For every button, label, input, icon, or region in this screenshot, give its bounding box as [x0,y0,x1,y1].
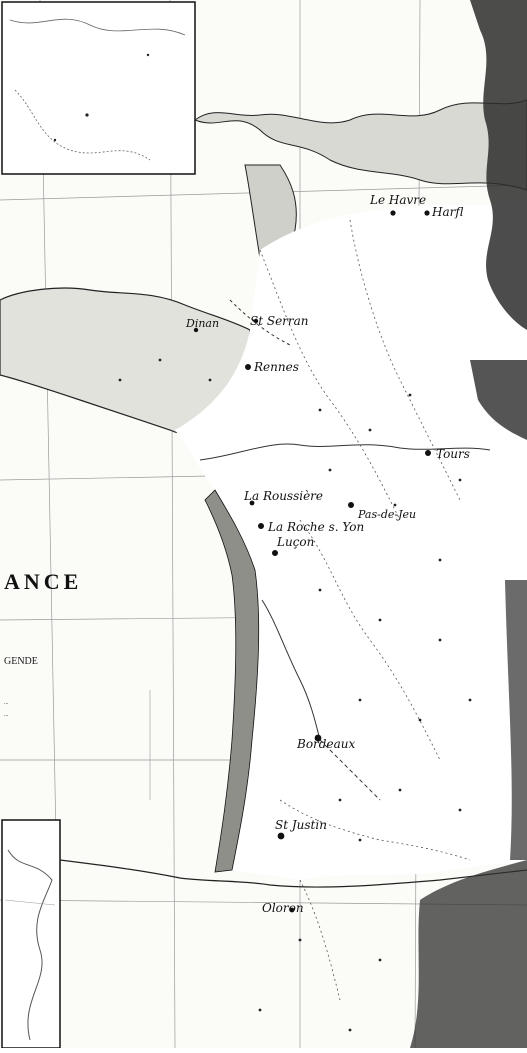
label-lucon: Luçon [276,535,314,549]
marker-tours [425,450,431,456]
marker-la-roche-sur-yon [258,523,264,529]
legend-heading: GENDE [4,656,38,667]
label-st-servan: St Serran [250,314,309,328]
marker-le-havre [390,210,396,216]
marker-lucon [272,550,278,556]
boundaries [259,219,471,1001]
inset-map-top [1,1,196,175]
place-markers [193,210,431,913]
inset-map-bottom [1,819,61,1049]
label-la-roche-sur-yon: La Roche s. Yon [267,520,364,534]
legend-line-1: ... [4,700,9,706]
label-oloron: Oloron [262,901,304,915]
marker-pas-de-jeu [348,502,354,508]
marker-st-justin [277,832,285,840]
label-pas-de-jeu: Pas-de-Jeu [357,508,416,521]
marker-st-servan [253,318,259,324]
rivers [199,299,491,801]
label-la-roussiere: La Roussière [243,489,323,503]
legend-line-2: ... [4,712,9,718]
marker-dinan [193,327,199,333]
label-tours: Tours [436,447,470,461]
place-labels: Le Havre Harfl Dinan St Serran Rennes To… [185,193,470,915]
label-st-justin: St Justin [275,818,327,832]
map-title-block: ANCE GENDE ... ... [4,569,151,800]
minor-town-dots [118,358,472,1032]
marker-rennes [245,364,251,370]
label-le-havre: Le Havre [369,193,426,207]
map-title: ANCE [4,569,82,594]
label-rennes: Rennes [253,360,299,374]
marker-oloron [289,907,295,913]
label-harfleur: Harfl [431,205,463,219]
label-dinan: Dinan [185,317,219,330]
marker-la-roussiere [249,500,255,506]
marker-bordeaux [314,734,322,742]
label-bordeaux: Bordeaux [296,737,355,751]
marker-harfleur [424,210,430,216]
